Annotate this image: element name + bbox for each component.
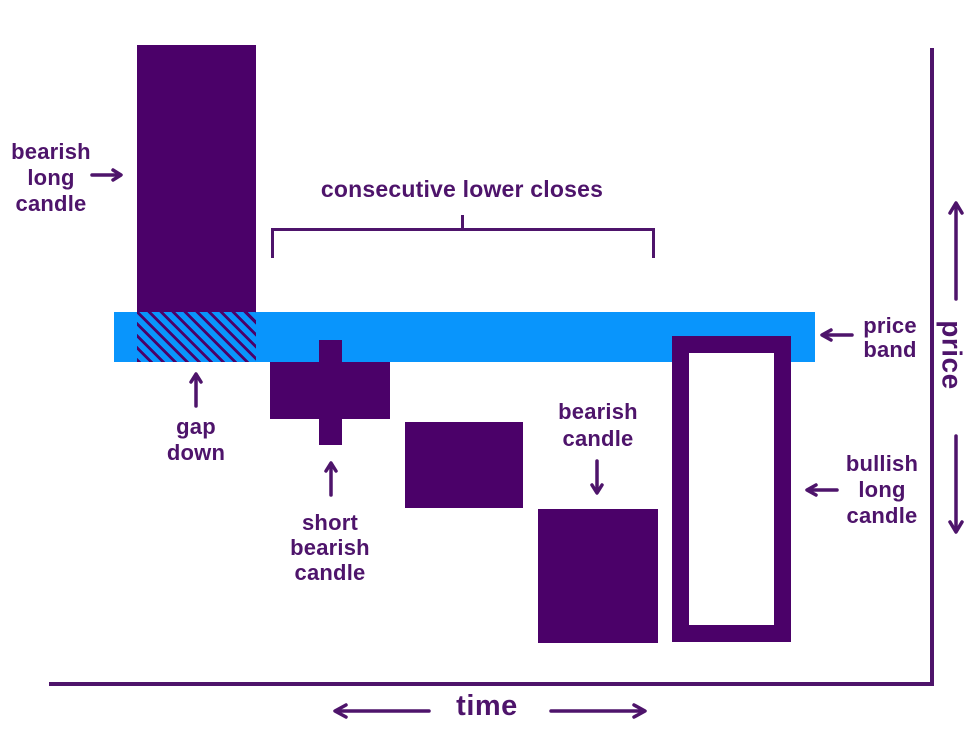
time-axis-label: time xyxy=(456,690,518,722)
time-axis-line xyxy=(49,682,934,686)
left-arrow-icon xyxy=(820,328,854,342)
bearish-candle-third xyxy=(405,422,523,508)
bearish-long-candle xyxy=(137,45,256,312)
short-bearish-candle-body xyxy=(270,362,390,419)
short-bearish-candle-label: short bearish candle xyxy=(290,510,370,585)
price-band-label: price band xyxy=(863,313,917,362)
up-arrow-icon xyxy=(189,372,203,408)
bracket-right-tick xyxy=(652,228,655,258)
bearish-long-candle-label: bearish long candle xyxy=(11,139,91,216)
bullish-long-candle-label: bullish long candle xyxy=(845,451,919,528)
left-arrow-icon xyxy=(805,483,839,497)
gap-down-hatch-overlap xyxy=(137,312,256,362)
bracket-horizontal xyxy=(271,228,655,231)
price-up-arrow-icon xyxy=(948,201,964,301)
bearish-candle-fourth xyxy=(538,509,658,643)
time-right-arrow-icon xyxy=(549,703,647,719)
down-arrow-icon xyxy=(590,459,604,495)
bullish-long-candle xyxy=(672,336,791,642)
up-arrow-icon xyxy=(324,461,338,497)
gap-down-label: gap down xyxy=(166,414,226,465)
price-axis-line xyxy=(930,48,934,685)
price-down-arrow-icon xyxy=(948,434,964,534)
bearish-candle-label: bearish candle xyxy=(558,399,638,451)
consecutive-lower-closes-label: consecutive lower closes xyxy=(320,176,604,202)
time-left-arrow-icon xyxy=(333,703,431,719)
bracket-center-tick xyxy=(461,215,464,229)
bracket-left-tick xyxy=(271,228,274,258)
right-arrow-icon xyxy=(90,168,123,182)
